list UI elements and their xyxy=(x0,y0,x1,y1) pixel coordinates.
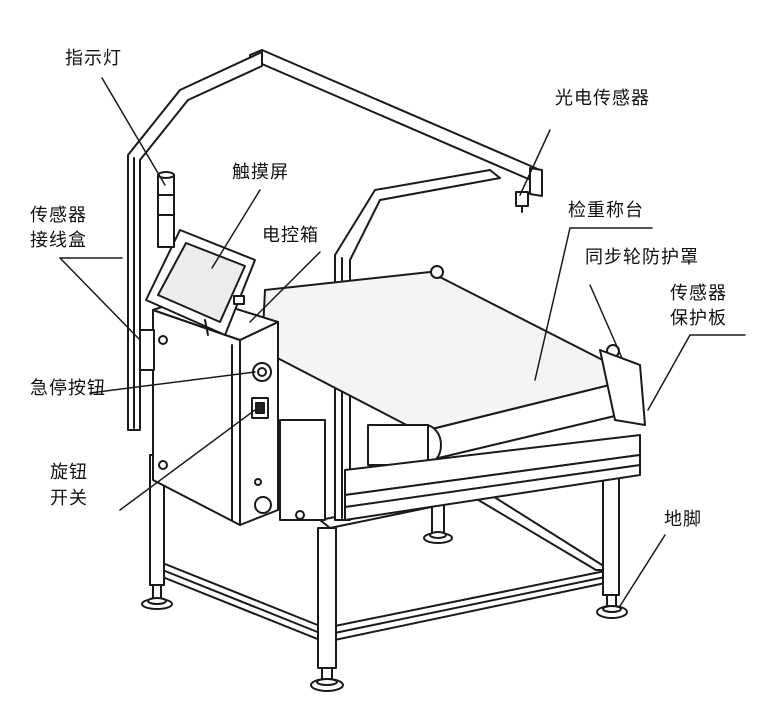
label-foot: 地脚 xyxy=(664,509,702,530)
label-sync-wheel-guard: 同步轮防护罩 xyxy=(585,247,699,268)
label-rotary-switch-1: 旋钮 xyxy=(50,462,88,483)
label-indicator-light: 指示灯 xyxy=(65,48,122,69)
label-photo-sensor: 光电传感器 xyxy=(555,88,650,109)
label-checkweigher-platform: 检重称台 xyxy=(568,200,644,221)
feet xyxy=(141,531,628,692)
indicator-light xyxy=(157,171,175,248)
leader-lines xyxy=(59,77,746,607)
foot-right xyxy=(596,594,628,619)
label-emergency-stop: 急停按钮 xyxy=(30,378,106,399)
sensor-junction-box xyxy=(139,329,155,371)
conveyor xyxy=(261,265,646,521)
touch-screen xyxy=(145,229,256,336)
foot-left xyxy=(141,584,173,610)
foot-center xyxy=(310,667,344,692)
label-sensor-guard-2: 保护板 xyxy=(670,308,727,329)
label-sensor-junction-box-1: 传感器 xyxy=(30,205,87,226)
label-sensor-junction-box-2: 接线盒 xyxy=(30,230,87,251)
label-sensor-guard-1: 传感器 xyxy=(670,283,727,304)
foot-back xyxy=(423,531,453,544)
label-rotary-switch-2: 开关 xyxy=(50,488,88,509)
left-arch xyxy=(127,51,263,431)
label-control-box: 电控箱 xyxy=(262,225,319,246)
label-touch-screen: 触摸屏 xyxy=(232,162,289,183)
